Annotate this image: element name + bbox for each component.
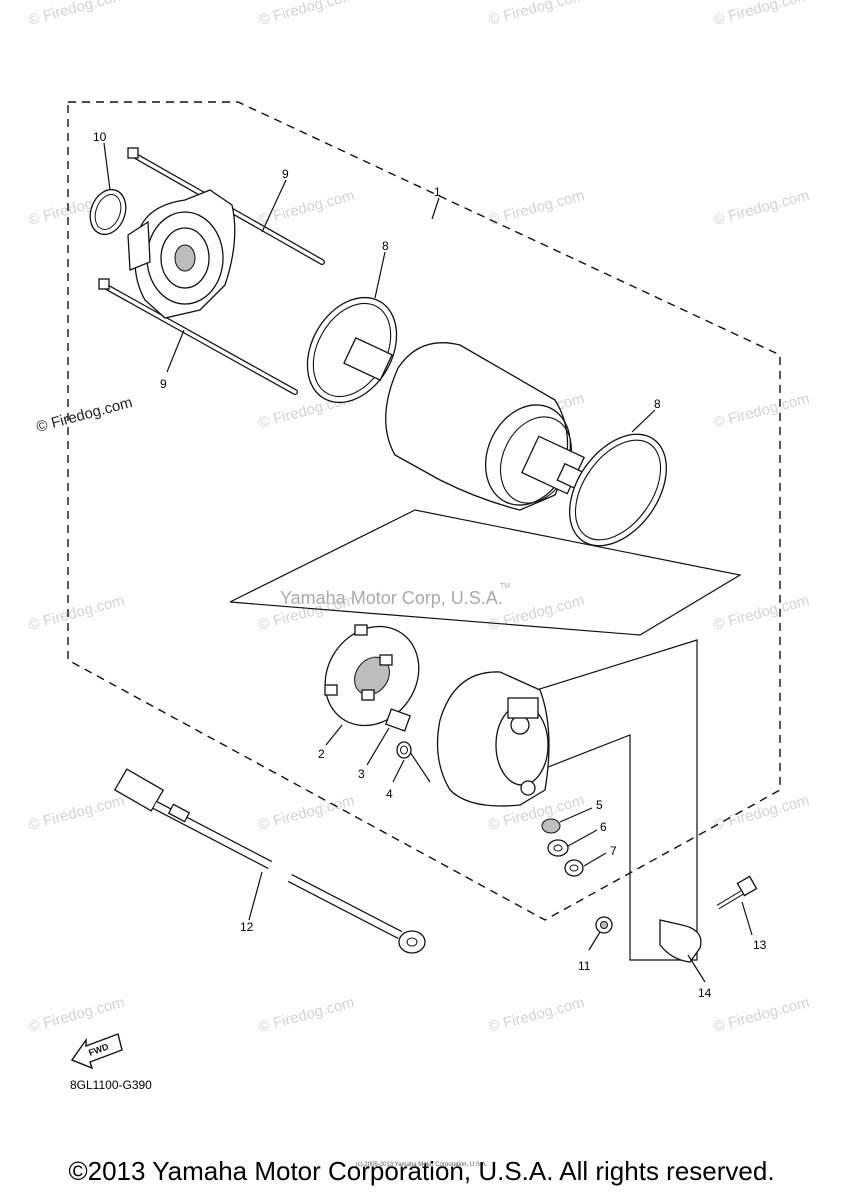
watermark-text: © Firedog.com: [27, 0, 127, 29]
leader-lines: [103, 142, 753, 983]
washer-6: [547, 839, 569, 857]
watermark-text: © Firedog.com: [712, 390, 812, 432]
lead-wire-12: [113, 768, 426, 954]
callout-1: 1: [434, 185, 441, 199]
callout-6: 6: [600, 820, 607, 834]
motor-yoke: [343, 336, 588, 511]
watermark-text: © Firedog.com: [27, 592, 127, 634]
nut-7: [564, 859, 584, 877]
callout-7: 7: [610, 844, 617, 858]
o-ring-10: [89, 188, 127, 236]
watermark-text: © Firedog.com: [487, 0, 587, 29]
brush-3: [385, 708, 411, 732]
fwd-arrow-icon: FWD: [70, 1033, 123, 1070]
callout-9-lower: 9: [160, 377, 167, 391]
watermark-text: © Firedog.com: [257, 994, 357, 1036]
rear-cover: [436, 671, 550, 807]
callout-3: 3: [358, 767, 365, 781]
o-ring-8-lower: [568, 433, 668, 547]
gasket-plane-outline: [229, 509, 742, 636]
nut-5: [541, 818, 561, 834]
watermark-text: © Firedog.com: [712, 187, 812, 229]
watermark-text: © Firedog.com: [487, 994, 587, 1036]
front-cover: [127, 189, 236, 319]
callout-2: 2: [318, 747, 325, 761]
watermark-text: © Firedog.com: [712, 792, 812, 834]
callout-9-upper: 9: [282, 167, 289, 181]
callout-8-upper: 8: [382, 239, 389, 253]
callout-5: 5: [596, 798, 603, 812]
brush-holder: [324, 624, 420, 727]
assembly-outline: [67, 101, 781, 921]
callout-14: 14: [698, 986, 712, 1000]
trademark-mark: TM: [500, 583, 510, 590]
callouts: 10 9 1 8 9 8 2 3 4 5 6 7 11 12 13 14: [93, 130, 767, 1000]
bracket-outline: [497, 639, 698, 961]
callout-12: 12: [240, 920, 254, 934]
watermarks: © Firedog.com © Firedog.com © Firedog.co…: [27, 0, 812, 1036]
watermark-text: © Firedog.com: [257, 187, 357, 229]
watermark-text: © Firedog.com: [257, 792, 357, 834]
callout-4: 4: [386, 787, 393, 801]
watermark-text: © Firedog.com: [27, 792, 127, 834]
nut-11: [595, 916, 613, 934]
copyright-footer: ©2013 Yamaha Motor Corporation, U.S.A. A…: [68, 1156, 775, 1186]
washer-4: [396, 741, 412, 759]
watermark-text: © Firedog.com: [712, 994, 812, 1036]
callout-13: 13: [753, 938, 767, 952]
watermark-text: © Firedog.com: [487, 187, 587, 229]
callout-11: 11: [578, 959, 591, 973]
callout-8-lower: 8: [654, 397, 661, 411]
watermark-text: © Firedog.com: [712, 0, 812, 29]
watermark-text: © Firedog.com: [27, 994, 127, 1036]
diagram-code: 8GL1100-G390: [70, 1078, 152, 1092]
watermark-text: © Firedog.com: [712, 592, 812, 634]
bracket-14: [659, 919, 702, 963]
through-bolt-lower: [98, 278, 298, 395]
center-watermark: Yamaha Motor Corp, U.S.A.: [280, 588, 503, 608]
watermark-text: © Firedog.com: [257, 0, 357, 29]
leader-line: [409, 751, 431, 783]
bolt-13: [716, 875, 758, 910]
copyright-small: (c) 2005-2013 Yamaha Motor Corporation, …: [355, 1162, 488, 1168]
callout-10: 10: [93, 130, 107, 144]
watermark-dark: © Firedog.com: [35, 394, 135, 436]
